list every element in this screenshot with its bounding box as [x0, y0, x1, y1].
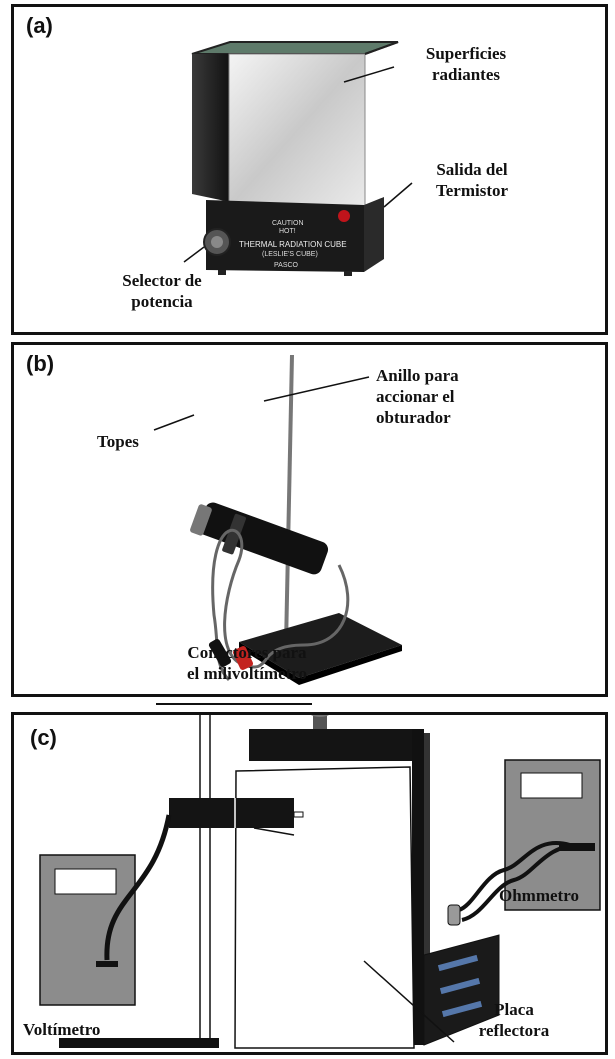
reflector-plate [234, 766, 415, 1049]
label-topes: Topes [97, 432, 139, 451]
stand-rod [199, 715, 211, 1041]
label-line: Conectores para [187, 643, 307, 662]
pointer-salida [383, 182, 413, 208]
experiment-setup-diagram [39, 715, 601, 1049]
label-line: Placa [494, 1000, 534, 1019]
label-line: Superficies [425, 44, 507, 63]
pointer-placa [363, 960, 455, 1043]
label-line: el milivoltímetro [186, 664, 308, 683]
stand-base [239, 613, 402, 678]
voltmeter-display [54, 868, 117, 895]
label-line: Selector de [122, 271, 202, 290]
label-line: potencia [131, 292, 193, 311]
ohmmeter-cable [458, 841, 571, 912]
label-ohmmetro: Ohmmetro [499, 886, 579, 905]
device-name-text: THERMAL RADIATION CUBE [239, 240, 347, 249]
device-hot-text: HOT! [279, 228, 296, 235]
connector-black [208, 638, 232, 668]
cube [249, 715, 500, 1046]
thermistor-jack [338, 210, 350, 222]
panel-b: (b) Anillo para accionar el obturador To… [11, 342, 608, 697]
label-placa-reflectora: Placa reflectora [464, 999, 564, 1041]
label-line: Salida del [436, 160, 508, 179]
panel-a: CAUTION HOT! THERMAL RADIATION CUBE (LES… [11, 4, 608, 335]
pointer-topes [153, 414, 195, 431]
label-superficies-radiantes: Superficies radiantes [396, 43, 536, 85]
label-salida-termistor: Salida del Termistor [412, 159, 532, 201]
cube-dark-face [192, 54, 230, 202]
cube-radiant-face [228, 53, 366, 208]
label-line: reflectora [478, 1021, 550, 1040]
label-anillo: Anillo para accionar el obturador [376, 365, 536, 428]
divider-line [156, 703, 312, 705]
device-caution-text: CAUTION [272, 220, 304, 227]
sensor-cable [211, 528, 350, 682]
radiation-sensor [169, 798, 294, 828]
voltmeter-cable [104, 814, 172, 961]
pointer-anillo [263, 376, 370, 402]
label-line: accionar el [376, 387, 455, 406]
device-subname-text: (LESLIE'S CUBE) [262, 251, 318, 258]
thermistor-plug [447, 904, 461, 926]
label-voltimetro: Voltímetro [23, 1020, 101, 1039]
cube-base [206, 200, 364, 272]
panel-c-label: (c) [30, 725, 57, 750]
panel-a-label: (a) [26, 13, 53, 38]
connector-red [232, 646, 254, 670]
pointer-selector [183, 246, 205, 263]
label-line: Anillo para [376, 366, 459, 385]
panel-b-label: (b) [26, 351, 55, 376]
label-selector-potencia: Selector de potencia [102, 270, 222, 312]
label-conectores: Conectores para el milivoltímetro [162, 642, 332, 684]
label-line: obturador [376, 408, 451, 427]
pointer-superficies [343, 66, 395, 83]
panel-c: (c) Ohmmetro Voltímetro Placa reflectora [11, 712, 608, 1055]
ohmmeter-display [520, 772, 583, 799]
leslie-cube-illustration: CAUTION HOT! THERMAL RADIATION CUBE (LES… [183, 41, 413, 276]
radiation-sensor-illustration [153, 354, 402, 685]
cube-knob [313, 715, 327, 729]
sensor-body [190, 502, 329, 575]
label-line: Termistor [435, 181, 509, 200]
stand-base [59, 1038, 219, 1048]
device-brand-text: PASCO [274, 262, 299, 269]
label-line: radiantes [432, 65, 500, 84]
stand-rod [284, 354, 294, 646]
